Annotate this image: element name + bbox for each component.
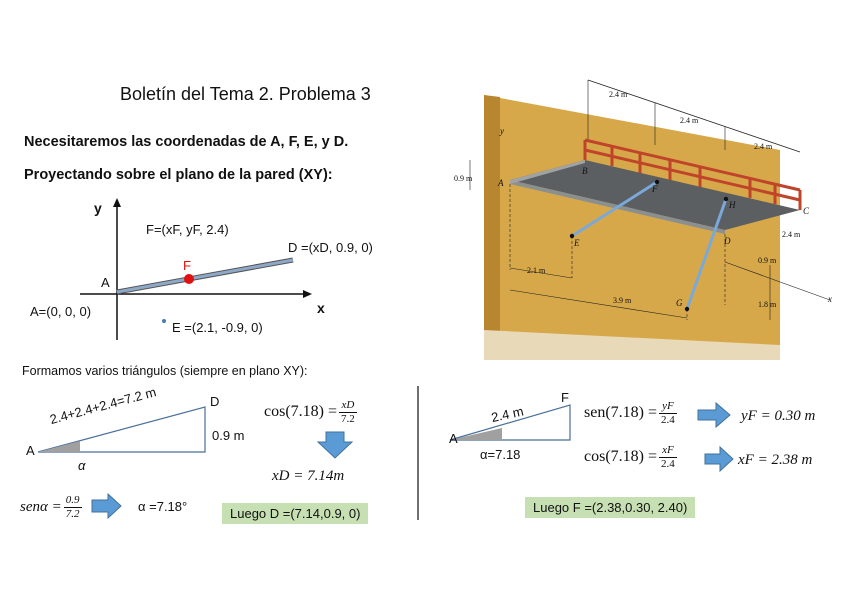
xf-result: xF = 2.38 m xyxy=(738,452,813,468)
sin-numerator: 0.9 xyxy=(63,494,82,508)
intro-line-2: Proyectando sobre el plano de la pared (… xyxy=(24,167,333,183)
arrow-right-2 xyxy=(697,401,731,429)
fig-dim-18: 1.8 m xyxy=(758,300,777,309)
fig-label-g: G xyxy=(676,298,683,308)
fig-label-c: C xyxy=(803,206,810,216)
sin-denominator: 7.2 xyxy=(65,508,80,520)
triangles-heading: Formamos varios triángulos (siempre en p… xyxy=(22,364,308,378)
fig-label-a: A xyxy=(498,178,504,188)
left-vertex-a: A xyxy=(26,443,35,458)
y-axis-label: y xyxy=(94,200,102,216)
deck-front xyxy=(510,180,725,234)
xd-result: xD = 7.14m xyxy=(272,468,345,484)
segment-a-d xyxy=(116,257,294,295)
right-angle-label: α=7.18 xyxy=(480,447,521,462)
cos-left-numerator: xD xyxy=(339,399,357,413)
x-axis-arrow xyxy=(303,290,312,298)
cos-left-lhs: cos(7.18) = xyxy=(264,403,338,421)
left-hypotenuse-label: 2.4+2.4+2.4=7.2 m xyxy=(48,384,158,427)
yf-result: yF = 0.30 m xyxy=(741,408,816,424)
sen-right-lhs: sen(7.18) = xyxy=(584,404,658,422)
point-e-dot xyxy=(162,319,166,323)
fig-label-x: x xyxy=(828,294,832,304)
deck-edge-left xyxy=(510,160,585,184)
fig-label-e: E xyxy=(574,238,580,248)
arrow-right-3 xyxy=(704,445,734,473)
wall-shadow xyxy=(484,95,500,360)
fig-dim-09-left: 0.9 m xyxy=(454,174,473,183)
point-f-label: F xyxy=(183,258,191,273)
right-vertex-f: F xyxy=(561,390,569,405)
fig-dim-09-right: 0.9 m xyxy=(758,256,777,265)
result-f-box: Luego F =(2.38,0.30, 2.40) xyxy=(525,497,696,518)
dim-line-x xyxy=(724,261,831,301)
fig-dim-24-right: 2.4 m xyxy=(782,230,801,239)
fig-label-y: y xyxy=(500,126,504,136)
sen-right-numerator: yF xyxy=(659,400,677,414)
intro-line-1: Necesitaremos las coordenadas de A, F, E… xyxy=(24,134,349,150)
fig-dim-39: 3.9 m xyxy=(613,296,632,305)
fig-dim-top-3: 2.4 m xyxy=(754,142,773,151)
floor-band xyxy=(484,330,780,360)
x-axis-label: x xyxy=(317,300,325,316)
fig-dim-top-1: 2.4 m xyxy=(609,90,628,99)
fig-label-h: H xyxy=(729,200,736,210)
cos-right-denominator: 2.4 xyxy=(661,458,675,470)
left-vertex-d: D xyxy=(210,394,220,409)
alpha-result: α =7.18° xyxy=(138,499,188,514)
point-a-coordinates: A=(0, 0, 0) xyxy=(30,304,92,319)
page-title: Boletín del Tema 2. Problema 3 xyxy=(120,84,371,104)
left-angle-label: α xyxy=(78,458,86,473)
right-vertex-a: A xyxy=(449,431,458,446)
wall xyxy=(484,95,780,360)
right-hypotenuse-label: 2.4 m xyxy=(489,403,525,425)
cos-right-lhs: cos(7.18) = xyxy=(584,448,658,466)
point-e-coordinates: E =(2.1, -0.9, 0) xyxy=(172,320,263,335)
dim-line-39 xyxy=(509,289,688,319)
point-f-coordinates: F=(xF, yF, 2.4) xyxy=(146,222,229,237)
anchor-g xyxy=(684,306,690,312)
cos-left-denominator: 7.2 xyxy=(341,413,355,425)
fig-label-f: F xyxy=(652,184,658,194)
fig-label-b: B xyxy=(582,166,588,176)
point-a-label: A xyxy=(101,275,110,290)
y-axis-arrow xyxy=(113,198,121,207)
arrow-right-1 xyxy=(91,492,122,520)
sin-lhs: senα = xyxy=(20,498,62,515)
point-f-dot xyxy=(184,274,194,284)
cable-hg xyxy=(685,198,728,310)
fig-label-d: D xyxy=(724,236,731,246)
segment-a-d-fill xyxy=(116,258,294,294)
left-side-label: 0.9 m xyxy=(212,428,245,443)
anchor-h xyxy=(723,196,729,202)
cable-fe xyxy=(571,180,658,238)
fig-dim-21: 2.1 m xyxy=(527,266,546,275)
left-triangle-angle xyxy=(38,441,80,452)
deck-top xyxy=(510,160,800,230)
cos-right-numerator: xF xyxy=(659,444,677,458)
sen-right-denominator: 2.4 xyxy=(661,414,675,426)
result-d-box: Luego D =(7.14,0.9, 0) xyxy=(222,503,369,524)
arrow-down-1 xyxy=(316,431,354,459)
point-d-coordinates: D =(xD, 0.9, 0) xyxy=(288,240,373,255)
fig-dim-top-2: 2.4 m xyxy=(680,116,699,125)
